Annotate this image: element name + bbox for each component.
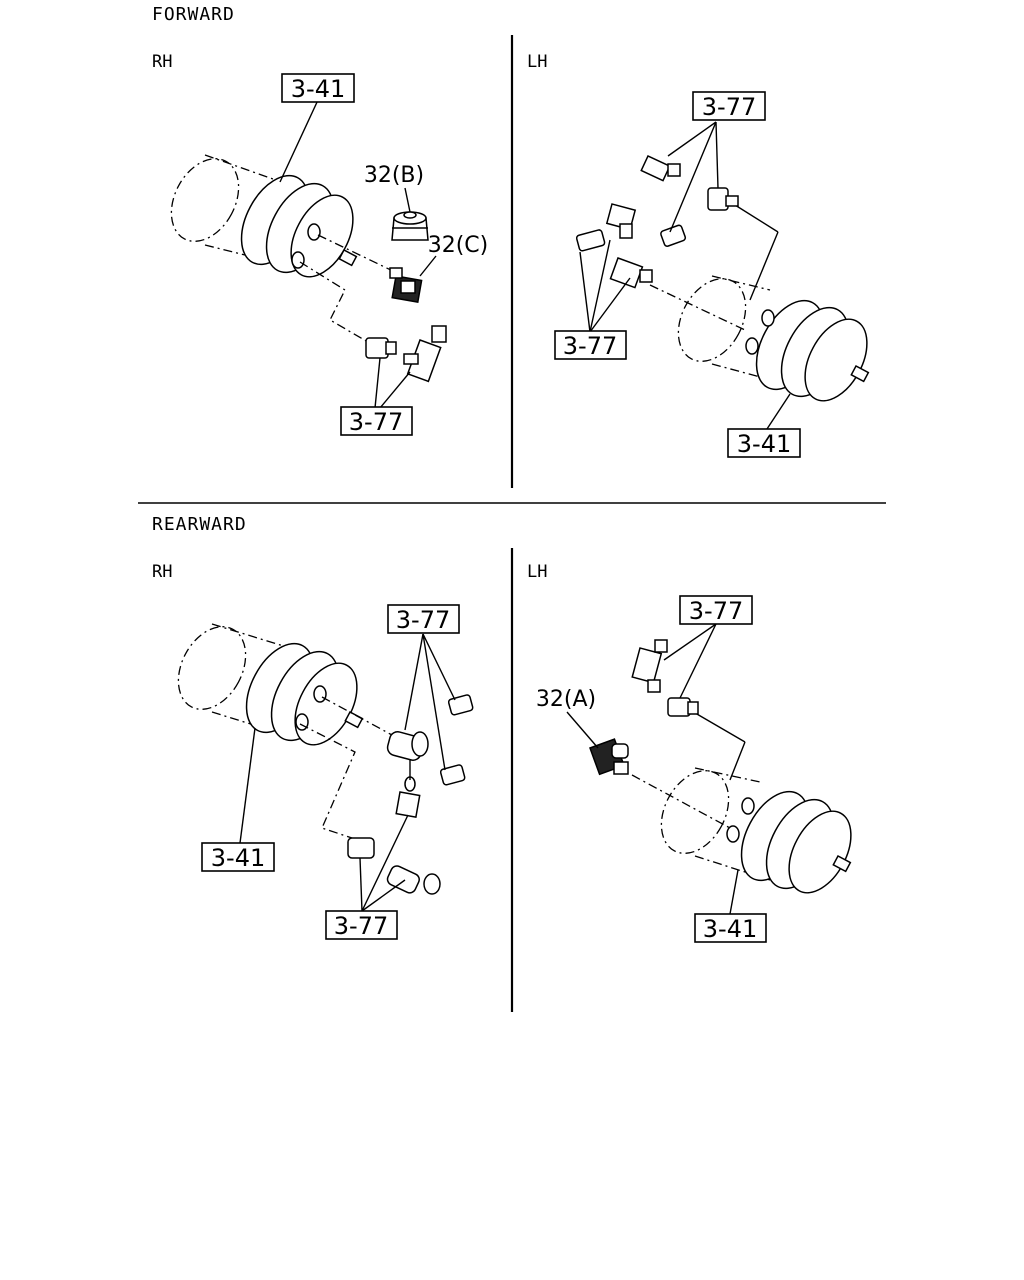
label-32a: 32(A) [536,687,596,712]
fitting-block [395,776,421,819]
fitting-small [660,224,687,247]
fitting-tee [631,639,668,693]
fitting-left [575,229,606,252]
callout-rl-377: 3-77 [679,595,753,625]
svg-text:3-77: 3-77 [563,332,617,360]
svg-text:3-77: 3-77 [334,912,388,940]
fitting-elbow [605,203,637,239]
callout-fl-377-left: 3-77 [554,330,627,360]
fitting-bottom-right [386,865,441,895]
callout-rr-377-bottom: 3-77 [325,910,398,940]
forward-lh-label: LH [527,52,547,72]
fitting-elbow [667,697,699,717]
callout-fr-377: 3-77 [340,406,413,436]
forward-title: FORWARD [152,4,235,25]
svg-text:3-77: 3-77 [349,408,403,436]
callout-rl-341: 3-41 [694,913,767,943]
label-32c: 32(C) [428,233,489,258]
svg-text:3-41: 3-41 [211,844,265,872]
callout-rr-341: 3-41 [201,842,275,872]
forward-lh-assembly [575,121,870,433]
fitting-32b [391,211,429,241]
callout-fr-341: 3-41 [281,73,355,103]
callout-rr-377-top: 3-77 [387,604,460,634]
rearward-lh-assembly [566,623,852,915]
brake-chamber [177,623,364,746]
label-32b: 32(B) [364,163,424,188]
fitting-right-top [447,694,474,716]
brake-chamber [660,767,852,894]
rearward-lh-label: LH [527,562,547,582]
fitting-32a [589,738,629,776]
svg-text:3-41: 3-41 [703,915,757,943]
fitting-32c [389,267,423,304]
fitting-tee [403,325,447,383]
rearward-rh-label: RH [152,562,172,582]
fitting-right-mid [439,764,466,786]
forward-rh-label: RH [152,52,172,72]
svg-text:3-41: 3-41 [291,75,345,103]
callout-fl-377-top: 3-77 [692,91,766,121]
rearward-rh-assembly [177,623,474,912]
svg-text:3-77: 3-77 [396,606,450,634]
fitting-bottom-left [347,837,375,859]
brake-chamber [677,275,870,402]
fitting-top [640,155,681,182]
forward-rh-assembly [170,99,447,409]
brake-chamber [170,154,358,278]
callout-fl-341: 3-41 [727,428,801,458]
fitting-right [707,187,739,211]
fitting-tee [609,257,653,289]
fitting-elbow [365,337,397,359]
svg-text:3-77: 3-77 [689,597,743,625]
svg-text:3-77: 3-77 [702,93,756,121]
svg-text:3-41: 3-41 [737,430,791,458]
fitting-swivel [386,731,429,761]
rearward-title: REARWARD [152,514,247,535]
